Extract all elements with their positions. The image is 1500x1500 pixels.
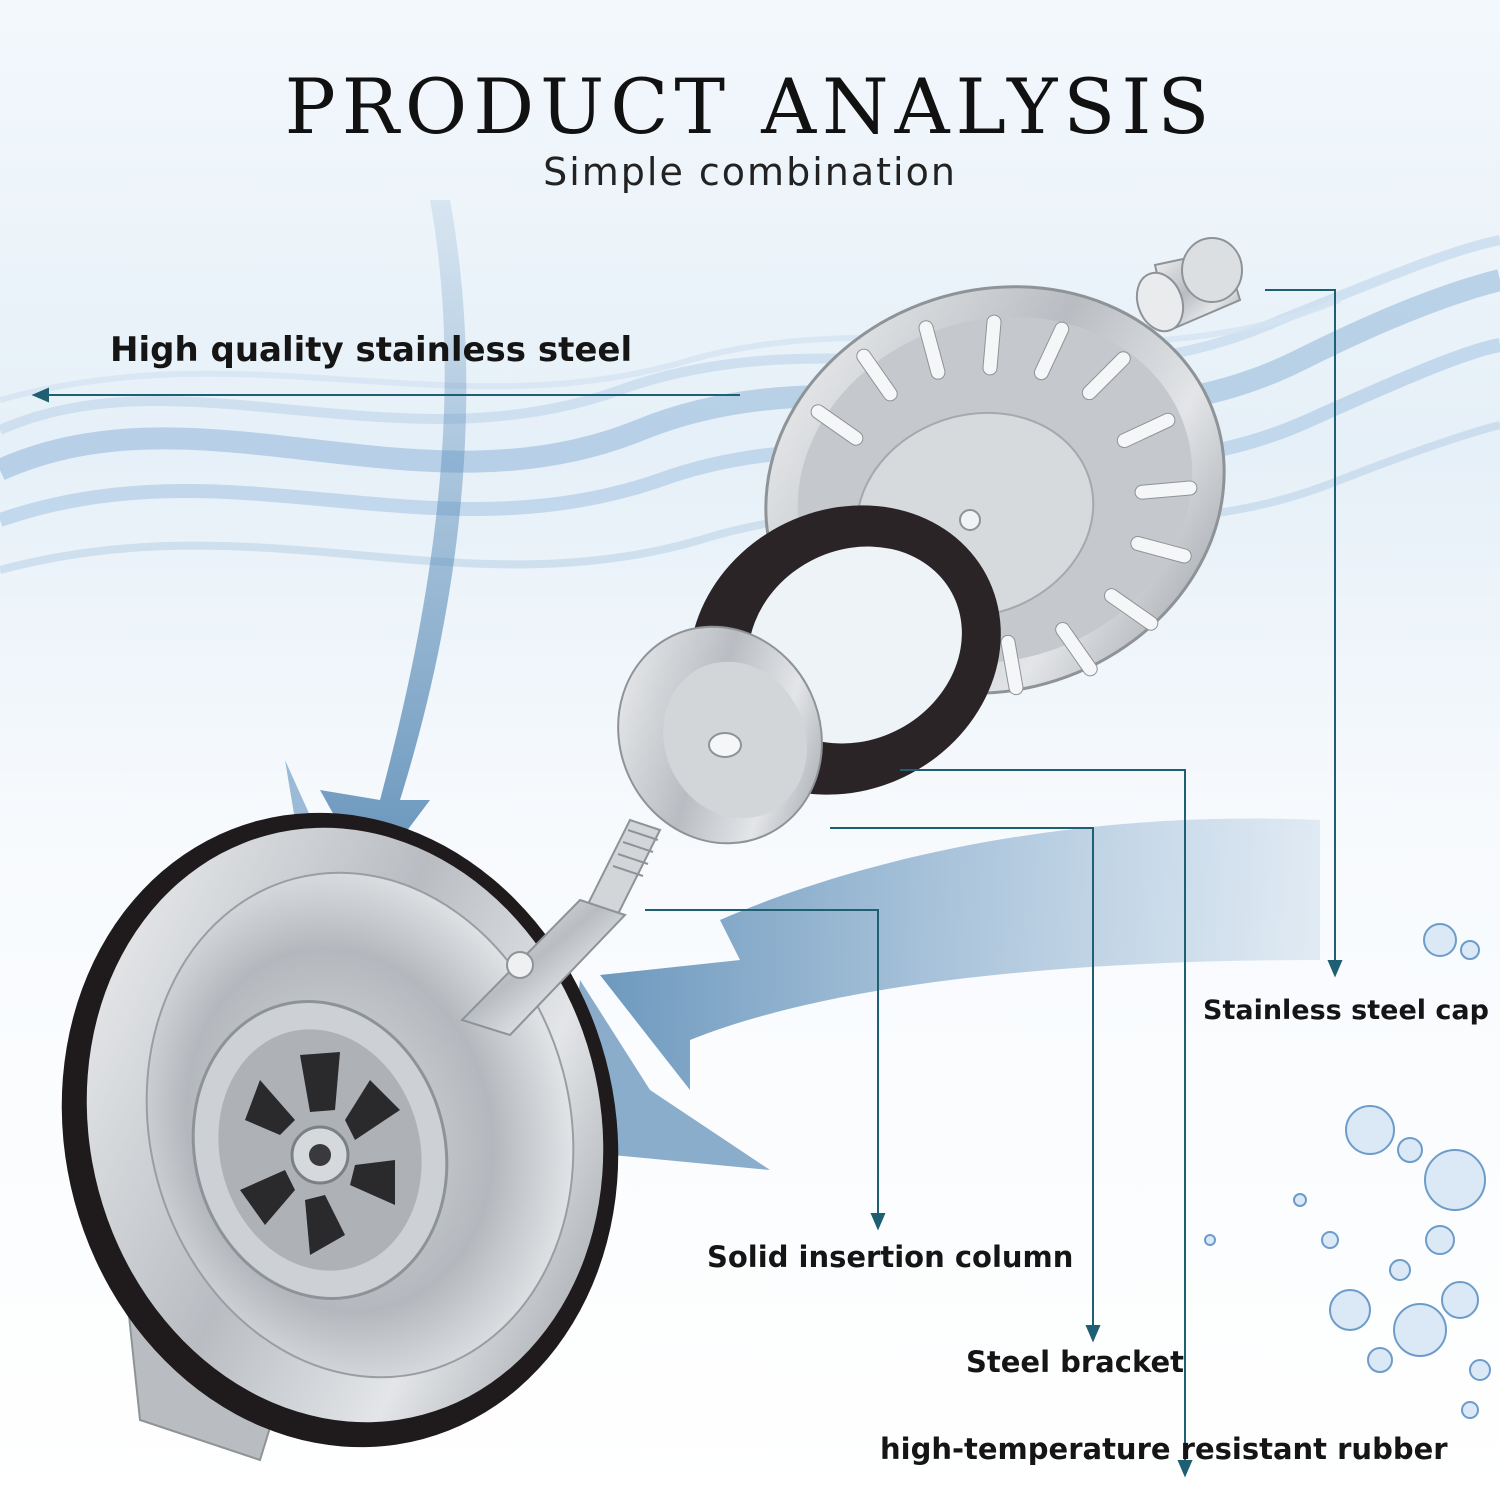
- insertion-column-icon: [460, 818, 662, 1037]
- label-insertion-column: Solid insertion column: [707, 1240, 1074, 1274]
- page-title: PRODUCT ANALYSIS: [284, 62, 1216, 151]
- leader-lines: [31, 289, 1343, 1478]
- steel-bracket-icon: [617, 625, 823, 845]
- drain-body-icon: [61, 812, 619, 1462]
- label-steel-cap: Stainless steel cap: [1203, 995, 1489, 1026]
- page-subtitle: Simple combination: [543, 150, 957, 194]
- label-steel-bracket: Steel bracket: [966, 1345, 1184, 1379]
- water-bubbles-icon: [1204, 923, 1491, 1419]
- label-rubber: high-temperature resistant rubber: [880, 1432, 1448, 1466]
- stopper-knob-icon: [1135, 237, 1243, 333]
- label-stainless-steel: High quality stainless steel: [110, 330, 633, 370]
